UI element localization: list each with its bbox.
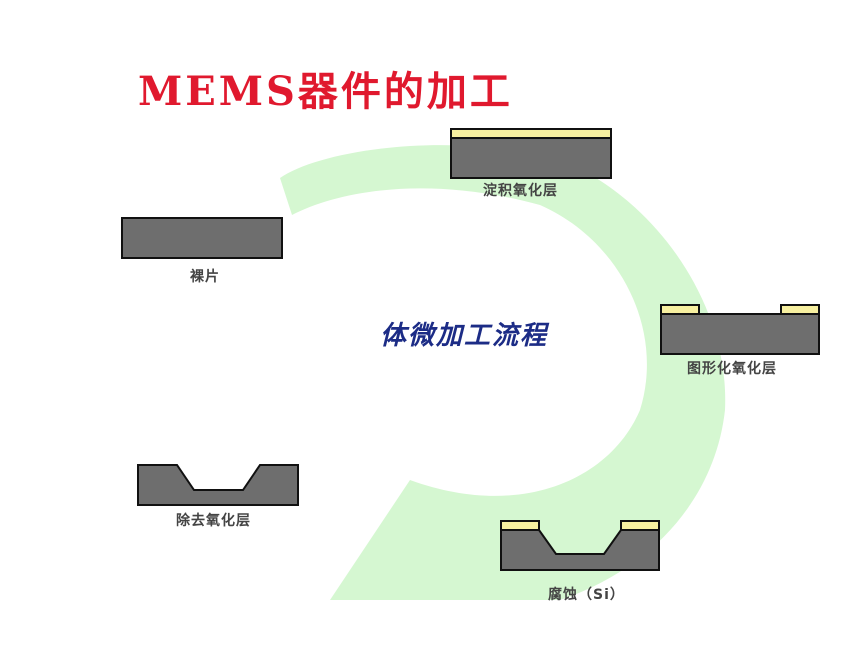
etched-silicon-diagram	[500, 520, 660, 571]
step-label-bare-wafer: 裸片	[190, 269, 220, 285]
step-label-deposit-oxide: 淀积氧化层	[483, 183, 558, 199]
oxide-removed-diagram	[137, 464, 299, 506]
process-flow-label: 体微加工流程	[380, 321, 549, 351]
cycle-arrow	[280, 145, 726, 601]
deposited-oxide-diagram	[450, 128, 612, 179]
step-label-pattern-oxide: 图形化氧化层	[687, 361, 777, 377]
page-title: MEMS器件的加工	[138, 68, 513, 115]
step-label-remove-oxide: 除去氧化层	[176, 513, 251, 529]
patterned-oxide-diagram	[660, 304, 820, 355]
step-label-etch-si: 腐蚀（Si）	[548, 587, 625, 603]
bare-wafer-diagram	[121, 217, 283, 259]
